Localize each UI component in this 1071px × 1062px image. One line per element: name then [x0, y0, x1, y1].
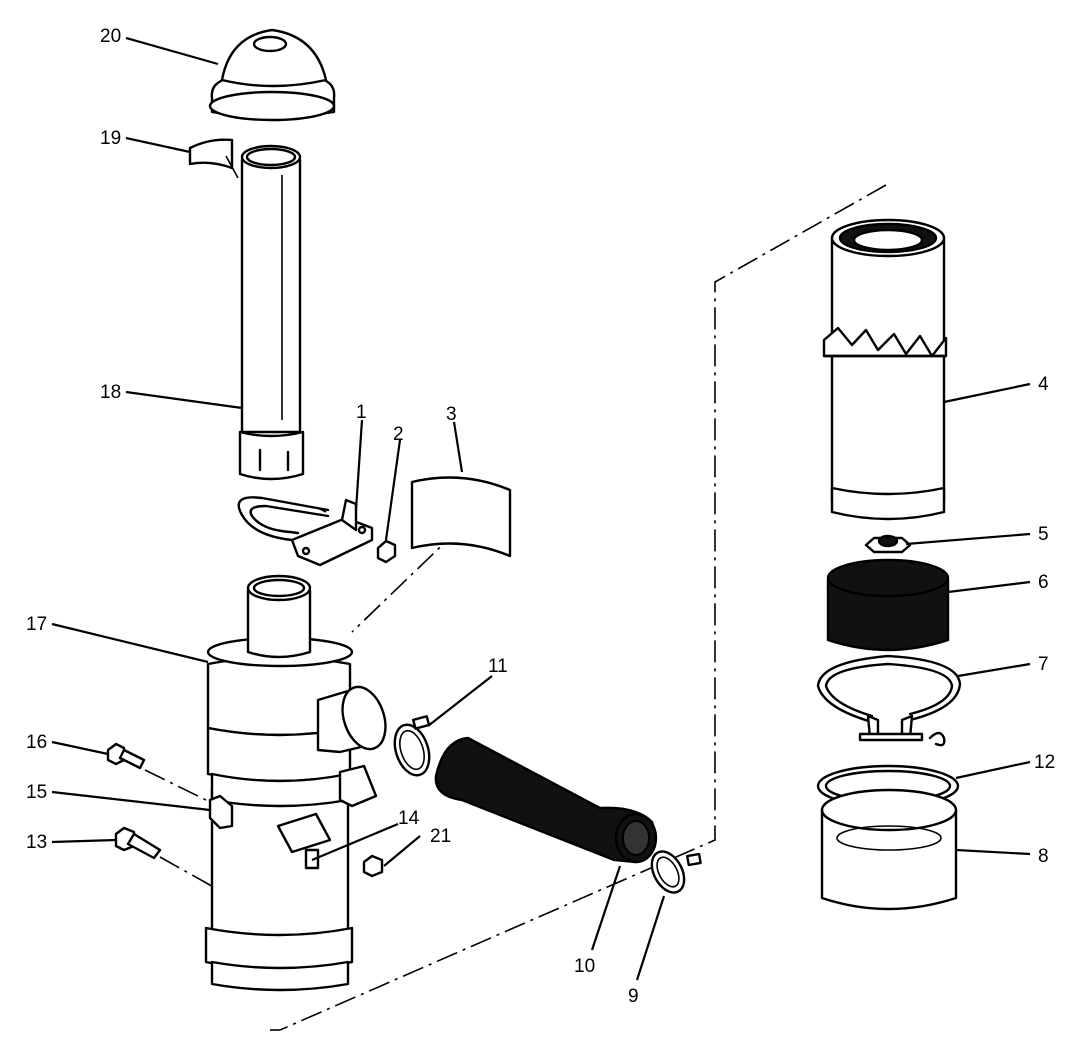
callout-2: 2 — [393, 424, 404, 445]
part-21-nut — [362, 854, 384, 878]
part-11-hose-clamp — [393, 715, 431, 777]
part-6-inner-filter — [826, 558, 950, 652]
callout-12: 12 — [1034, 752, 1055, 773]
part-4-filter-element — [822, 218, 948, 521]
callout-8: 8 — [1038, 846, 1049, 867]
part-9-hose-clamp — [650, 850, 702, 894]
part-3-decal — [410, 476, 512, 558]
callout-11: 11 — [488, 656, 508, 677]
callout-19: 19 — [100, 128, 121, 149]
callout-21: 21 — [430, 826, 451, 847]
callout-14: 14 — [398, 808, 420, 829]
callout-6: 6 — [1038, 572, 1049, 593]
part-8-dust-cup — [820, 788, 958, 911]
callout-20: 20 — [100, 26, 121, 47]
callout-5: 5 — [1038, 524, 1049, 545]
part-17-air-cleaner-body — [204, 574, 387, 992]
part-16-bolt — [106, 742, 146, 770]
part-7-band-clamp — [816, 654, 962, 747]
callout-4: 4 — [1038, 374, 1049, 395]
decal-19-guide-line — [225, 155, 239, 179]
callout-1: 1 — [356, 402, 367, 423]
callout-9: 9 — [628, 986, 639, 1007]
callout-3: 3 — [446, 404, 457, 425]
part-1-u-bolt-clamp — [237, 496, 374, 567]
callout-17: 17 — [26, 614, 47, 635]
part-19-decal — [188, 138, 234, 170]
callout-16: 16 — [26, 732, 47, 753]
callout-labels: 1 2 3 4 5 6 7 8 9 10 11 12 13 14 15 16 1… — [26, 26, 1055, 1007]
part-2-nut — [376, 539, 397, 564]
part-18-intake-pipe — [238, 144, 305, 481]
part-20-rain-cap — [208, 28, 336, 122]
callout-7: 7 — [1038, 654, 1049, 675]
callout-15: 15 — [26, 782, 47, 803]
callout-10: 10 — [574, 956, 595, 977]
callout-leaders — [51, 36, 1031, 981]
part-5-wing-nut — [864, 534, 912, 554]
callout-18: 18 — [100, 382, 121, 403]
part-10-hose — [434, 736, 658, 864]
callout-13: 13 — [26, 832, 47, 853]
part-13-bolt — [114, 826, 162, 860]
